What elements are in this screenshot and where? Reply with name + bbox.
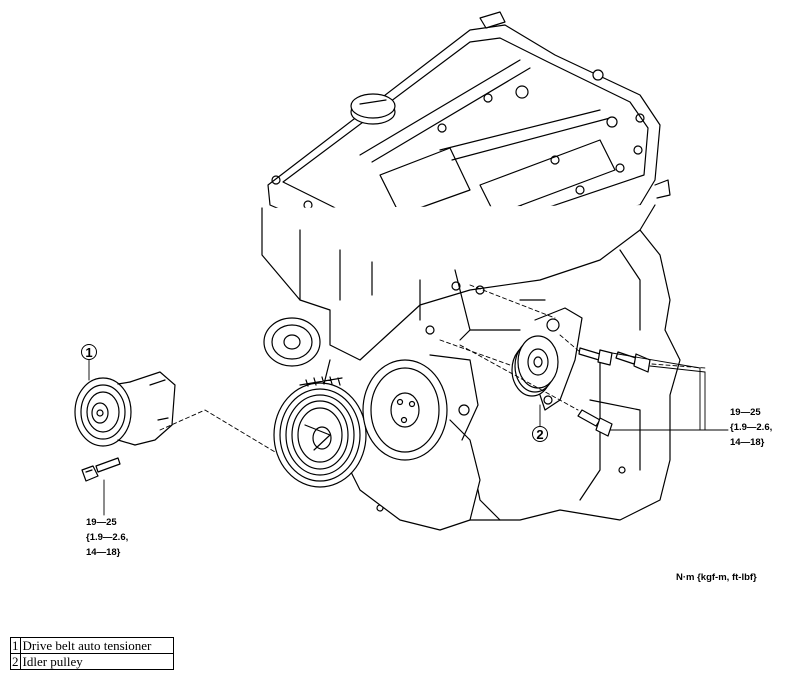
legend-item-name: Drive belt auto tensioner: [19, 637, 174, 654]
bolt-idler-lower: [577, 409, 613, 437]
torque-left-line3: 14—18}: [86, 547, 121, 558]
torque-right-line3: 14—18}: [730, 437, 765, 448]
torque-right-line1: 19—25: [730, 407, 761, 418]
bolt-idler-upper-left: [578, 347, 613, 366]
parts-legend-table: 1 Drive belt auto tensioner 2 Idler pull…: [10, 637, 174, 670]
torque-right-line2: {1.9—2.6,: [730, 422, 772, 433]
drive-belt-auto-tensioner: [74, 371, 176, 447]
torque-spec-left: 19—25 {1.9—2.6, 14—18}: [86, 517, 128, 558]
torque-left-line1: 19—25: [86, 517, 117, 528]
callout-2-number: 2: [536, 427, 543, 442]
table-row: 1 Drive belt auto tensioner: [10, 637, 174, 654]
callout-1: 1: [81, 344, 97, 381]
callout-1-number: 1: [85, 345, 92, 360]
idler-pulley: [511, 307, 583, 411]
torque-left-line2: {1.9—2.6,: [86, 532, 128, 543]
bolt-tensioner-mount: [81, 457, 121, 482]
assembly-guide-lines: [159, 284, 706, 453]
table-row: 2 Idler pulley: [10, 653, 174, 670]
engine-block-illustration: [261, 11, 681, 531]
torque-unit-note: N·m {kgf-m, ft-lbf}: [676, 572, 757, 583]
legend-item-number: 2: [10, 653, 21, 670]
callout-2: 2: [532, 404, 548, 442]
legend-item-number: 1: [10, 637, 21, 654]
torque-leader-lines: [103, 352, 729, 516]
legend-item-name: Idler pulley: [19, 653, 174, 670]
torque-spec-right: 19—25 {1.9—2.6, 14—18}: [730, 407, 772, 448]
